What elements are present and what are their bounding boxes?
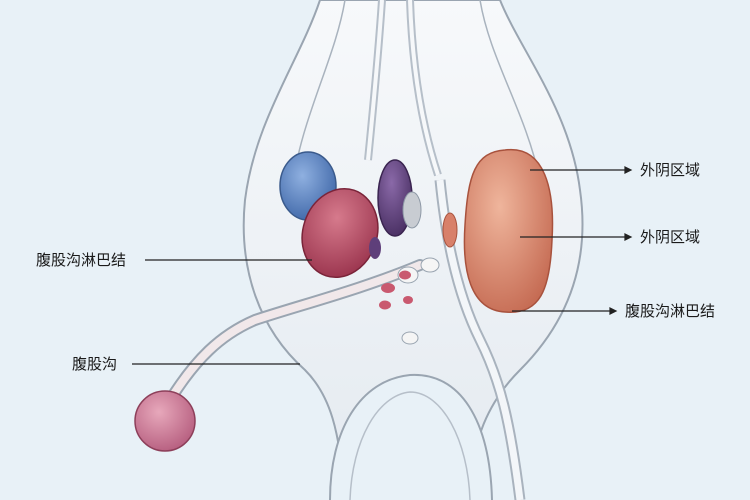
grey-node [402, 191, 422, 229]
large-orange-node [463, 149, 554, 313]
bottom-arch [329, 373, 493, 500]
red-dot-2 [399, 270, 411, 280]
red-dot-1 [381, 283, 395, 293]
label-inguinal-groove: 腹股沟 [72, 355, 118, 373]
red-dot-3 [379, 300, 391, 310]
orange-small-node [442, 212, 458, 248]
label-vulva-region-lower: 外阴区域 [640, 228, 701, 246]
label-inguinal-lymph-node-left: 腹股沟淋巴结 [36, 251, 127, 269]
label-inguinal-lymph-node-right: 腹股沟淋巴结 [625, 302, 716, 320]
leader-lines [132, 166, 633, 365]
small-purple-node [369, 237, 381, 259]
right-fold [479, 0, 541, 181]
label-vulva-region-upper: 外阴区域 [640, 161, 701, 179]
pink-bulb [134, 390, 196, 452]
small-node-3 [401, 331, 419, 345]
red-dot-4 [403, 296, 413, 304]
small-node-2 [420, 257, 440, 273]
